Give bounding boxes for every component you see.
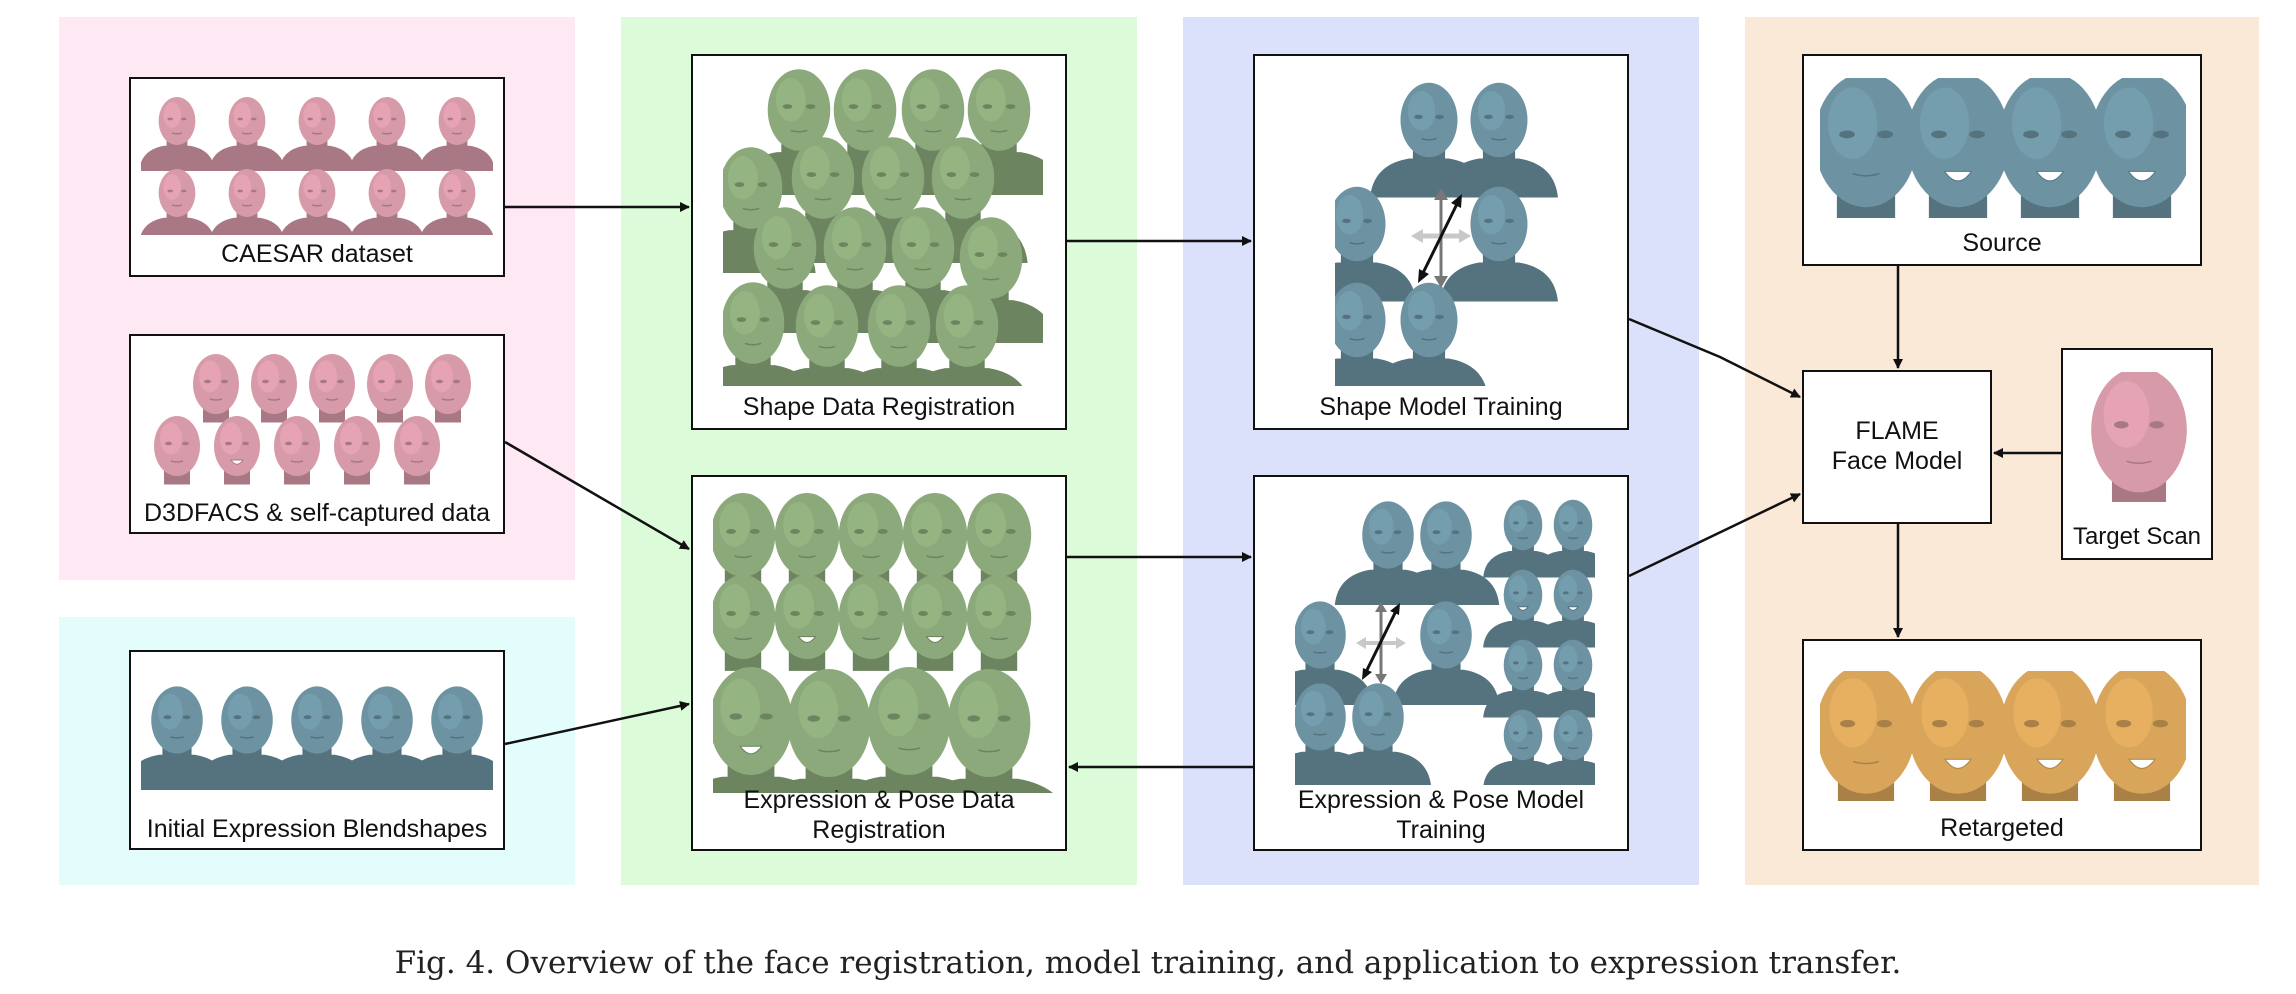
- expression-registration-box: Expression & Pose Data Registration: [665, 475, 1075, 851]
- arrow-shape-training-to-flame: [1628, 317, 1801, 399]
- head-thumbnail: [710, 575, 776, 671]
- initial-blendshapes-label: Initial Expression Blendshapes: [146, 815, 488, 843]
- head-thumbnail: [367, 354, 413, 423]
- target-scan-label: Target Scan: [2072, 523, 2202, 550]
- head-thumbnail: [1908, 664, 2008, 813]
- retargeted-box: Retargeted: [1802, 639, 2202, 851]
- head-thumbnail: [1324, 683, 1432, 787]
- head-thumbnail: [774, 575, 840, 671]
- shape-variation-arrows-icon: [1411, 188, 1471, 288]
- arrow-expression-training-to-flame: [1628, 492, 1801, 578]
- target-scan-box: Target Scan: [2061, 348, 2213, 560]
- head-thumbnail: [1483, 709, 1563, 788]
- head-thumbnail: [1533, 639, 1613, 718]
- source-heads: [1814, 72, 2194, 227]
- head-thumbnail: [902, 285, 1032, 411]
- d3dfacs-label: D3DFACS & self-captured data: [144, 499, 490, 527]
- head-thumbnail: [209, 97, 285, 171]
- head-thumbnail: [425, 354, 471, 423]
- head-thumbnail: [1392, 601, 1500, 705]
- shape-training-box: Shape Model Training: [1253, 54, 1629, 430]
- expression-variation-arrows-icon: [1356, 602, 1406, 684]
- blendshape-heads-thumbnails: [123, 674, 511, 792]
- head-thumbnail: [838, 575, 904, 671]
- head-thumbnail: [193, 686, 301, 790]
- head-thumbnail: [193, 354, 239, 423]
- caesar-dataset-label: CAESAR dataset: [221, 240, 413, 268]
- head-thumbnail: [1483, 569, 1563, 648]
- head-thumbnail: [1533, 569, 1613, 648]
- head-thumbnail: [1440, 186, 1558, 302]
- retargeted-label: Retargeted: [1940, 814, 2064, 842]
- arrow-d3dfacs-to-expression-registration: [504, 440, 690, 551]
- shape-registration-heads: [686, 68, 1064, 411]
- head-thumbnail: [1392, 501, 1500, 605]
- expression-training-box: Expression & Pose Model Training: [1253, 475, 1629, 851]
- flame-face-model-box: FLAME Face Model: [1802, 370, 1992, 524]
- head-illustration: [154, 354, 471, 485]
- initial-blendshapes-box: Initial Expression Blendshapes: [123, 650, 511, 850]
- head-thumbnail: [274, 416, 320, 485]
- caesar-dataset-box: CAESAR dataset: [129, 77, 505, 277]
- source-box: Source: [1802, 54, 2202, 266]
- figure-caption: Fig. 4. Overview of the face registratio…: [394, 945, 1902, 981]
- head-thumbnail: [154, 416, 200, 485]
- head-thumbnail: [1814, 72, 1918, 227]
- head-thumbnail: [902, 575, 968, 671]
- shape-training-label: Shape Model Training: [1319, 393, 1563, 421]
- target-scan-head: [2083, 367, 2195, 511]
- shape-registration-box: Shape Data Registration: [686, 54, 1067, 430]
- head-thumbnail: [279, 97, 355, 171]
- head-thumbnail: [1533, 499, 1613, 578]
- source-label: Source: [1962, 229, 2042, 257]
- head-thumbnail: [966, 575, 1032, 671]
- head-thumbnail: [2091, 367, 2187, 511]
- head-thumbnail: [1998, 72, 2102, 227]
- head-thumbnail: [214, 416, 260, 485]
- head-illustration: [1266, 499, 1613, 788]
- d3dfacs-box: D3DFACS & self-captured data: [129, 334, 505, 534]
- expression-registration-label: Expression & Pose Data Registration: [743, 786, 1015, 844]
- head-thumbnail: [394, 416, 440, 485]
- head-illustration: [123, 686, 511, 790]
- head-thumbnail: [349, 97, 425, 171]
- head-illustration: [2091, 367, 2187, 511]
- head-thumbnail: [403, 686, 511, 790]
- head-illustration: [686, 69, 1064, 411]
- head-thumbnail: [139, 169, 215, 243]
- shape-registration-label: Shape Data Registration: [742, 393, 1016, 421]
- head-illustration: [1814, 72, 2194, 227]
- expression-training-heads: [1266, 495, 1613, 788]
- head-thumbnail: [334, 416, 380, 485]
- head-thumbnail: [139, 97, 215, 171]
- flame-face-model-label: FLAME Face Model: [1831, 417, 1963, 475]
- head-thumbnail: [838, 493, 904, 589]
- head-thumbnail: [419, 97, 495, 171]
- d3dfacs-scans-thumbnails: [141, 344, 493, 494]
- head-thumbnail: [1440, 82, 1558, 198]
- head-thumbnail: [309, 354, 355, 423]
- arrow-blendshapes-to-expression-registration: [504, 701, 690, 746]
- head-thumbnail: [251, 354, 297, 423]
- head-thumbnail: [774, 493, 840, 589]
- head-thumbnail: [1533, 709, 1613, 788]
- expression-training-label: Expression & Pose Model Training: [1297, 786, 1585, 844]
